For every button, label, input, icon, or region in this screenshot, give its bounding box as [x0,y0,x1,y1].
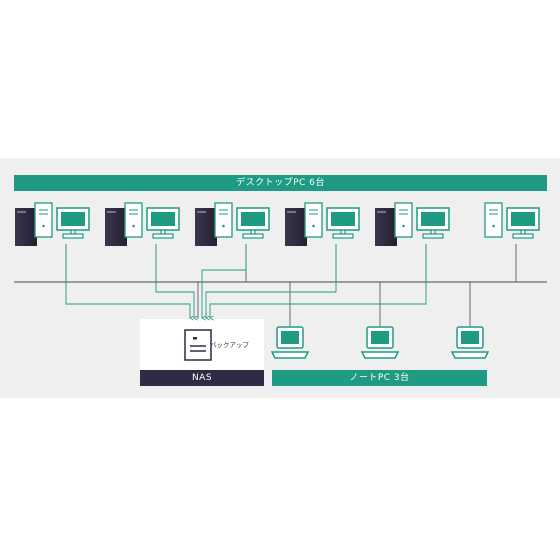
backbone-drop-lines [197,282,471,327]
desktop-set-5 [375,202,450,246]
backup-nas-icon [184,329,212,361]
nas-unit-icon [15,208,37,246]
monitor-icon [56,207,90,239]
desktop-set-1 [15,202,90,246]
pc-tower-icon [34,202,53,238]
desktop-set-3 [195,202,270,246]
desktop-set-4 [285,202,360,246]
monitor-icon [146,207,180,239]
monitor-icon [506,207,540,239]
backup-label: バックアップ [210,341,249,349]
pc-tower-icon [394,202,413,238]
nas-unit-icon [105,208,127,246]
desktop-connection-lines [65,244,517,282]
pc-tower-icon [304,202,323,238]
desktop-set-6 [484,202,540,239]
desktop-pc-group-label: デスクトップPC 6台 [14,175,547,191]
monitor-icon [236,207,270,239]
pc-tower-icon [214,202,233,238]
laptop-icon-3 [450,326,490,359]
pc-tower-icon [124,202,143,238]
monitor-icon [326,207,360,239]
laptop-icon-1 [270,326,310,359]
nas-unit-icon [195,208,217,246]
pc-tower-icon [484,202,503,238]
nas-unit-icon [285,208,307,246]
desktop-set-2 [105,202,180,246]
laptop-icon-2 [360,326,400,359]
backup-flow-lines [65,244,427,318]
nas-unit-icon [375,208,397,246]
monitor-icon [416,207,450,239]
notebook-pc-group-label: ノートPC 3台 [272,370,487,386]
nas-label-bar: NAS [140,370,264,386]
